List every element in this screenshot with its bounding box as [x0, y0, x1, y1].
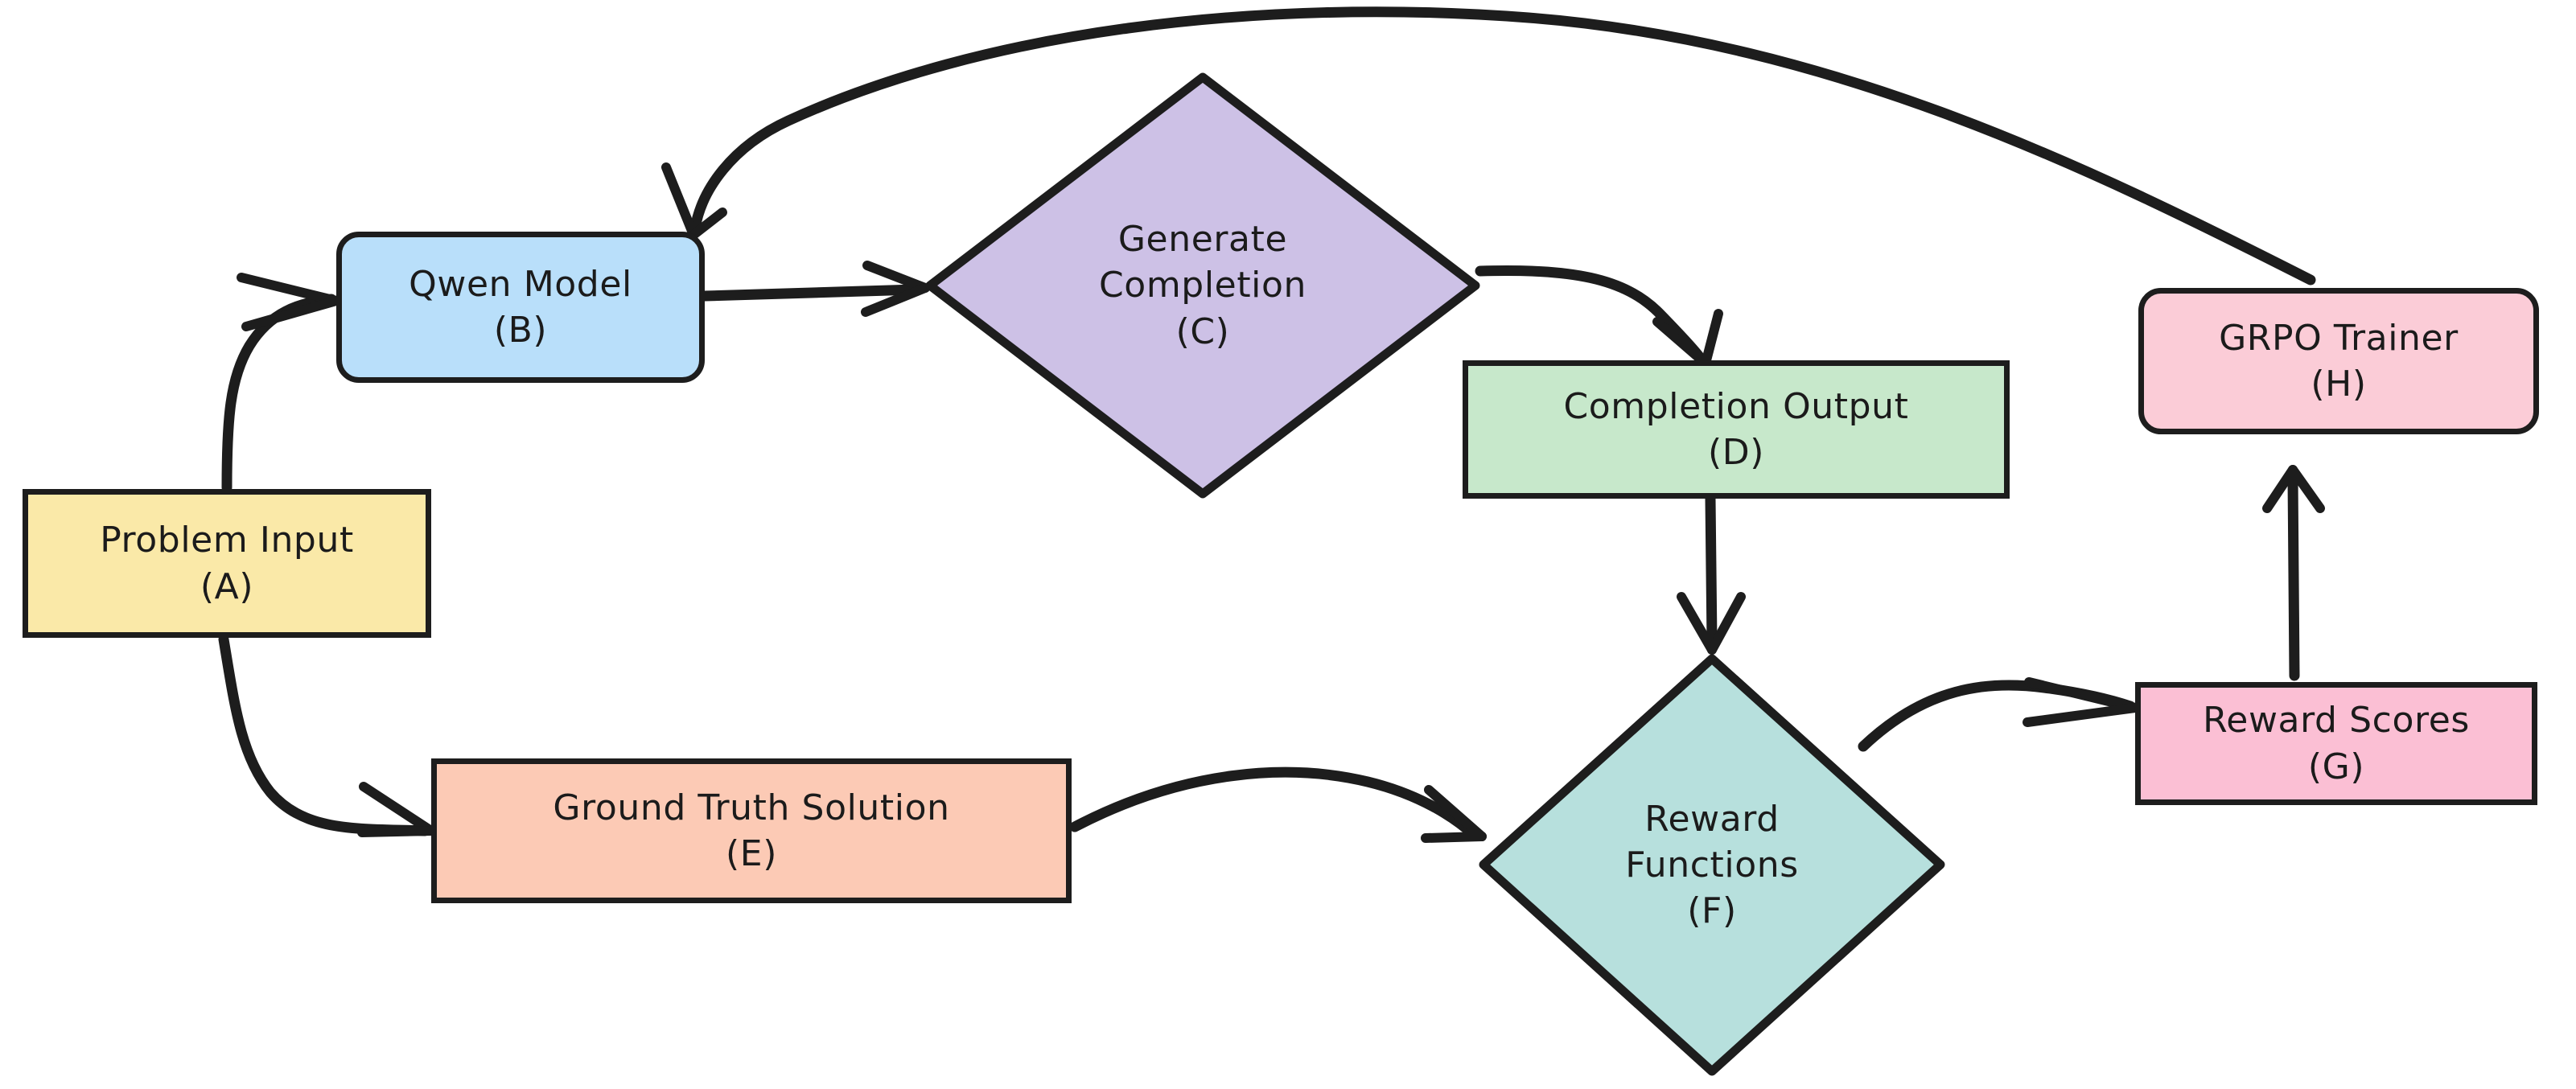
- edge-f-to-g: [1858, 677, 2140, 752]
- node-generate-completion[interactable]: Generate Completion (C): [925, 72, 1480, 499]
- node-reward-functions[interactable]: Reward Functions (F): [1479, 654, 1945, 1076]
- node-problem-input[interactable]: Problem Input (A): [23, 489, 431, 638]
- node-grpo-trainer[interactable]: GRPO Trainer (H): [2138, 288, 2539, 434]
- node-completion-output-line2: (D): [1707, 432, 1764, 473]
- edge-a-to-b: [221, 273, 341, 493]
- edge-b-to-c: [699, 261, 930, 317]
- node-ground-truth-solution[interactable]: Ground Truth Solution (E): [431, 758, 1072, 903]
- node-ground-truth-solution-line1: Ground Truth Solution: [553, 787, 950, 828]
- node-problem-input-line2: (A): [200, 565, 254, 607]
- node-grpo-trainer-line1: GRPO Trainer: [2219, 317, 2459, 359]
- edge-c-to-d: [1475, 265, 1723, 368]
- node-qwen-model[interactable]: Qwen Model (B): [336, 232, 705, 383]
- reward-functions-diamond-shape: [1479, 654, 1945, 1076]
- node-qwen-model-line1: Qwen Model: [409, 263, 632, 305]
- edge-a-to-e: [218, 634, 436, 837]
- node-problem-input-line1: Problem Input: [100, 520, 354, 561]
- node-grpo-trainer-line2: (H): [2311, 364, 2367, 405]
- generate-completion-diamond-shape: [925, 72, 1480, 499]
- node-reward-scores-line2: (G): [2307, 746, 2365, 787]
- node-ground-truth-solution-line2: (E): [726, 833, 777, 874]
- edge-e-to-f: [1069, 766, 1487, 843]
- node-reward-scores[interactable]: Reward Scores (G): [2135, 682, 2537, 805]
- edge-d-to-f: [1677, 493, 1746, 655]
- node-reward-scores-line1: Reward Scores: [2203, 700, 2470, 742]
- edge-g-to-h: [2262, 465, 2325, 681]
- edge-h-to-b: [661, 6, 2316, 286]
- node-completion-output[interactable]: Completion Output (D): [1463, 360, 2010, 499]
- node-qwen-model-line2: (B): [493, 310, 548, 351]
- node-completion-output-line1: Completion Output: [1563, 385, 1909, 427]
